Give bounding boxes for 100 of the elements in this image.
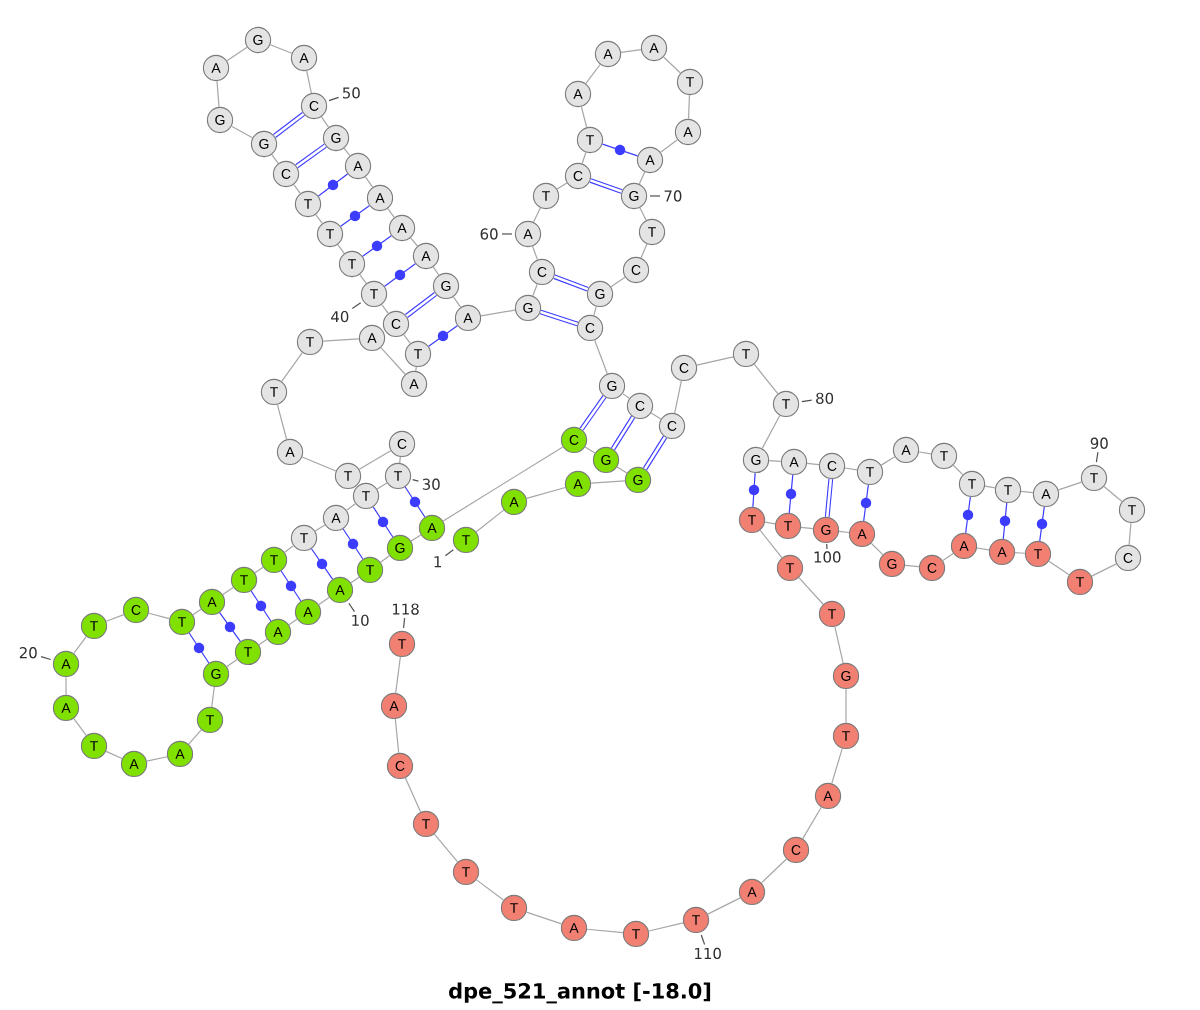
backbone-line — [254, 566, 264, 574]
backbone-line — [410, 534, 422, 542]
backbone-line — [226, 46, 248, 62]
backbone-line — [475, 879, 505, 901]
backbone-line — [1057, 481, 1083, 491]
base-pair-line — [999, 502, 1011, 540]
backbone-line — [230, 125, 254, 139]
backbone-line — [662, 56, 682, 74]
backbone-line — [337, 244, 345, 254]
base-pair-line — [295, 143, 327, 169]
backbone-line — [403, 333, 411, 344]
backbone-line — [525, 911, 563, 925]
backbone-line — [590, 480, 626, 484]
backbone-line — [452, 296, 462, 308]
backbone-line — [768, 460, 782, 462]
base-pair-line — [372, 506, 394, 538]
backbone-line — [584, 446, 596, 454]
backbone-line — [188, 729, 202, 745]
backbone-line — [1020, 490, 1034, 494]
backbone-line — [399, 456, 401, 464]
backbone-line — [73, 717, 87, 736]
base-pair-line — [280, 570, 302, 602]
backbone-line — [1103, 485, 1123, 503]
backbone-line — [880, 456, 896, 466]
base-pair-line — [340, 205, 370, 227]
backbone-line — [105, 614, 125, 622]
backbone-line — [640, 243, 648, 259]
backbone-line — [870, 542, 884, 556]
base-pair-line — [362, 235, 392, 257]
backbone-line — [976, 547, 990, 551]
backbone-line — [593, 306, 597, 316]
backbone-line — [696, 356, 734, 366]
backbone-line — [531, 245, 539, 261]
backbone-line — [409, 237, 419, 247]
backbone-line — [594, 339, 608, 375]
backbone-line — [288, 618, 298, 626]
backbone-line — [1091, 563, 1117, 577]
backbone-line — [586, 928, 624, 934]
backbone-line — [293, 184, 301, 194]
backbone-line — [760, 858, 788, 884]
backbone-line — [707, 897, 741, 915]
base-pair-line — [589, 178, 623, 194]
backbone-line — [381, 303, 389, 314]
backbone-line — [616, 466, 628, 474]
backbone-line — [585, 63, 601, 85]
base-pair-line — [342, 528, 364, 560]
backbone-line — [984, 485, 996, 489]
backbone-line — [404, 777, 422, 813]
backbone-line — [105, 750, 123, 760]
backbone-line — [376, 482, 388, 490]
backbone-line — [581, 151, 587, 165]
backbone-line — [942, 552, 954, 562]
backbone-line — [380, 555, 390, 563]
backbone-line — [610, 276, 626, 288]
backbone-line — [952, 464, 964, 476]
backbone-line — [638, 171, 646, 185]
base-pair-line — [601, 143, 639, 157]
backbone-line — [315, 214, 323, 224]
backbone-line — [350, 576, 360, 584]
backbone-line — [759, 529, 783, 559]
base-pair-line — [824, 478, 834, 518]
backbone-line — [838, 530, 850, 534]
backbone-line — [301, 456, 337, 472]
backbone-line — [687, 94, 691, 120]
base-pair-line — [250, 590, 272, 622]
base-pair-line — [273, 112, 305, 138]
backbone-line — [222, 586, 234, 596]
base-pair-line — [219, 612, 241, 642]
backbone-line — [226, 658, 238, 668]
backbone-line — [433, 833, 459, 863]
base-pair-line — [785, 474, 797, 514]
backbone-line — [918, 451, 932, 455]
base-pair-line — [405, 292, 437, 318]
backbone-line — [415, 366, 417, 372]
backbone-line — [432, 266, 440, 276]
backbone-line — [364, 176, 374, 188]
backbone-line — [314, 524, 326, 532]
backbone-line — [394, 718, 400, 754]
caption: dpe_521_annot [-18.0] — [449, 982, 711, 1004]
backbone-line — [904, 564, 920, 568]
backbone-line — [73, 635, 87, 654]
backbone-line — [674, 380, 682, 414]
backbone-line — [395, 656, 401, 694]
base-pair-line — [404, 486, 426, 518]
backbone-line — [318, 596, 330, 606]
backbone-line — [442, 446, 564, 522]
base-pair-line — [384, 263, 416, 287]
backbone-line — [387, 208, 395, 218]
backbone-line — [148, 612, 170, 620]
base-pair-line — [317, 173, 349, 197]
backbone-line — [620, 49, 642, 53]
backbone-line — [380, 347, 406, 375]
base-pair-line — [310, 548, 334, 580]
backbone-line — [281, 352, 303, 382]
backbone-line — [798, 577, 824, 605]
backbone-line — [359, 273, 367, 284]
backbone-line — [834, 626, 844, 664]
backbone-line — [192, 608, 202, 616]
backbone-line — [800, 526, 814, 530]
base-pair-line — [428, 325, 458, 347]
